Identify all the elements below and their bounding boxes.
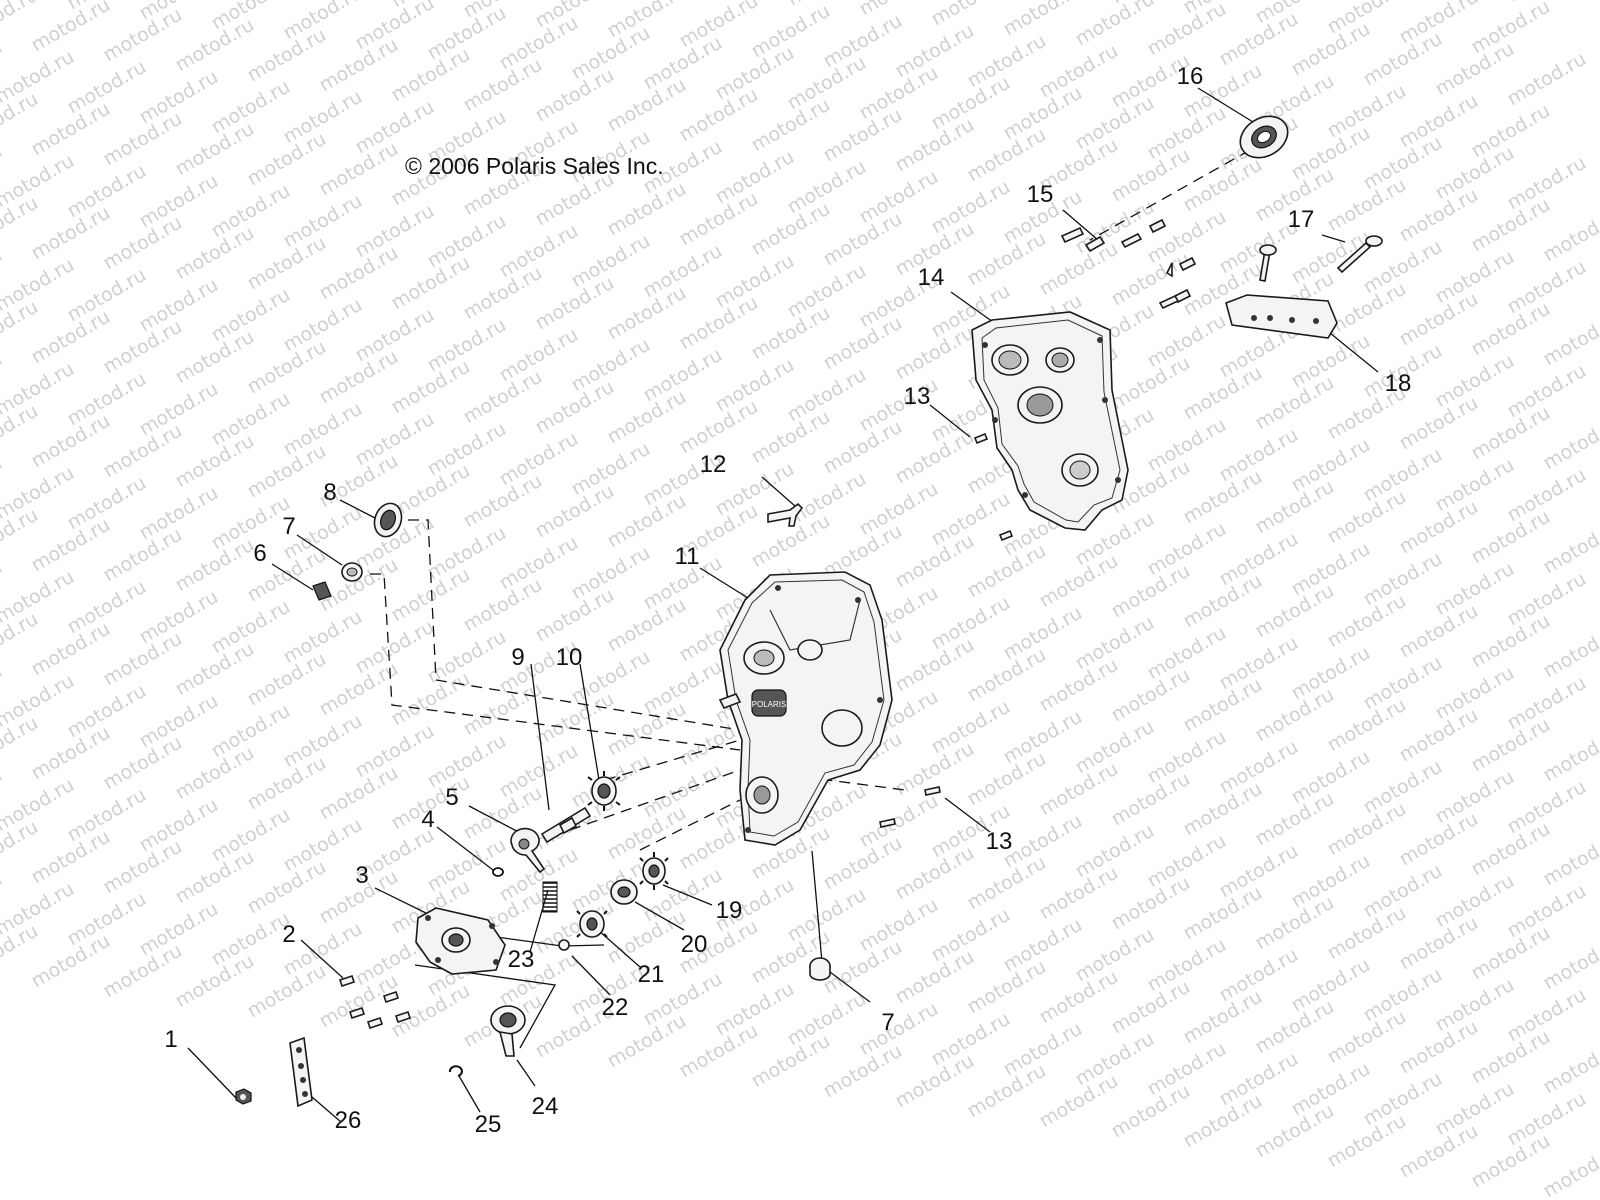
part-13-dowel-pins xyxy=(879,432,1014,828)
callout-23: 23 xyxy=(507,946,535,973)
part-5-shift-lever xyxy=(510,827,546,874)
part-22-ball xyxy=(558,939,570,951)
leader-lines xyxy=(187,87,1379,1123)
part-2-bolts xyxy=(338,974,412,1030)
part-4-o-ring xyxy=(492,867,504,877)
part-16-oil-seal xyxy=(1239,115,1289,159)
callout-7: 7 xyxy=(282,513,296,540)
part-18-bracket xyxy=(1225,294,1338,339)
part-6-label xyxy=(312,581,332,601)
part-11-gearcase-housing: POLARIS xyxy=(718,571,893,846)
callout-2: 2 xyxy=(282,921,296,948)
part-1-nut xyxy=(235,1088,252,1105)
callout-19: 19 xyxy=(715,897,743,924)
part-20-washer xyxy=(610,879,638,905)
callout-25: 25 xyxy=(474,1111,502,1138)
part-14-gearcase-cover xyxy=(971,311,1129,531)
callout-21: 21 xyxy=(637,961,665,988)
callout-18: 18 xyxy=(1384,370,1412,397)
part-9-shaft xyxy=(540,806,592,844)
part-25-clip xyxy=(448,1065,463,1077)
callout-7: 7 xyxy=(881,1009,895,1036)
callout-10: 10 xyxy=(555,644,583,671)
callout-1: 1 xyxy=(164,1026,178,1053)
part-23-spring xyxy=(542,881,558,913)
part-26-bracket xyxy=(289,1036,313,1108)
callout-3: 3 xyxy=(355,862,369,889)
callout-13: 13 xyxy=(985,828,1013,855)
callout-8: 8 xyxy=(323,479,337,506)
part-7-plug-lower xyxy=(809,957,831,981)
part-12-vent-fitting xyxy=(767,502,804,527)
part-3-cover xyxy=(415,907,506,975)
callout-11: 11 xyxy=(674,543,700,570)
copyright-notice: © 2006 Polaris Sales Inc. xyxy=(405,153,664,179)
callout-24: 24 xyxy=(531,1093,559,1120)
part-17-bolts xyxy=(1259,235,1383,282)
callout-20: 20 xyxy=(680,931,708,958)
callout-16: 16 xyxy=(1176,63,1204,90)
callout-13: 13 xyxy=(903,383,931,410)
part-7-plug-upper xyxy=(341,562,363,582)
callout-6: 6 xyxy=(253,540,267,567)
svg-text:POLARIS: POLARIS xyxy=(752,700,787,709)
part-21-gear xyxy=(576,910,608,938)
part-10-gear xyxy=(587,771,621,811)
callout-14: 14 xyxy=(917,264,945,291)
callout-5: 5 xyxy=(445,784,459,811)
callout-9: 9 xyxy=(511,644,525,671)
callout-22: 22 xyxy=(601,994,629,1021)
part-19-gear xyxy=(639,852,669,890)
part-8-oil-seal xyxy=(373,502,403,538)
callout-15: 15 xyxy=(1026,181,1054,208)
callout-4: 4 xyxy=(421,806,435,833)
callout-17: 17 xyxy=(1287,206,1315,233)
callout-12: 12 xyxy=(699,451,727,478)
part-24-lever xyxy=(490,1005,526,1057)
callout-26: 26 xyxy=(334,1107,362,1134)
part-15-bolts xyxy=(1060,218,1197,310)
